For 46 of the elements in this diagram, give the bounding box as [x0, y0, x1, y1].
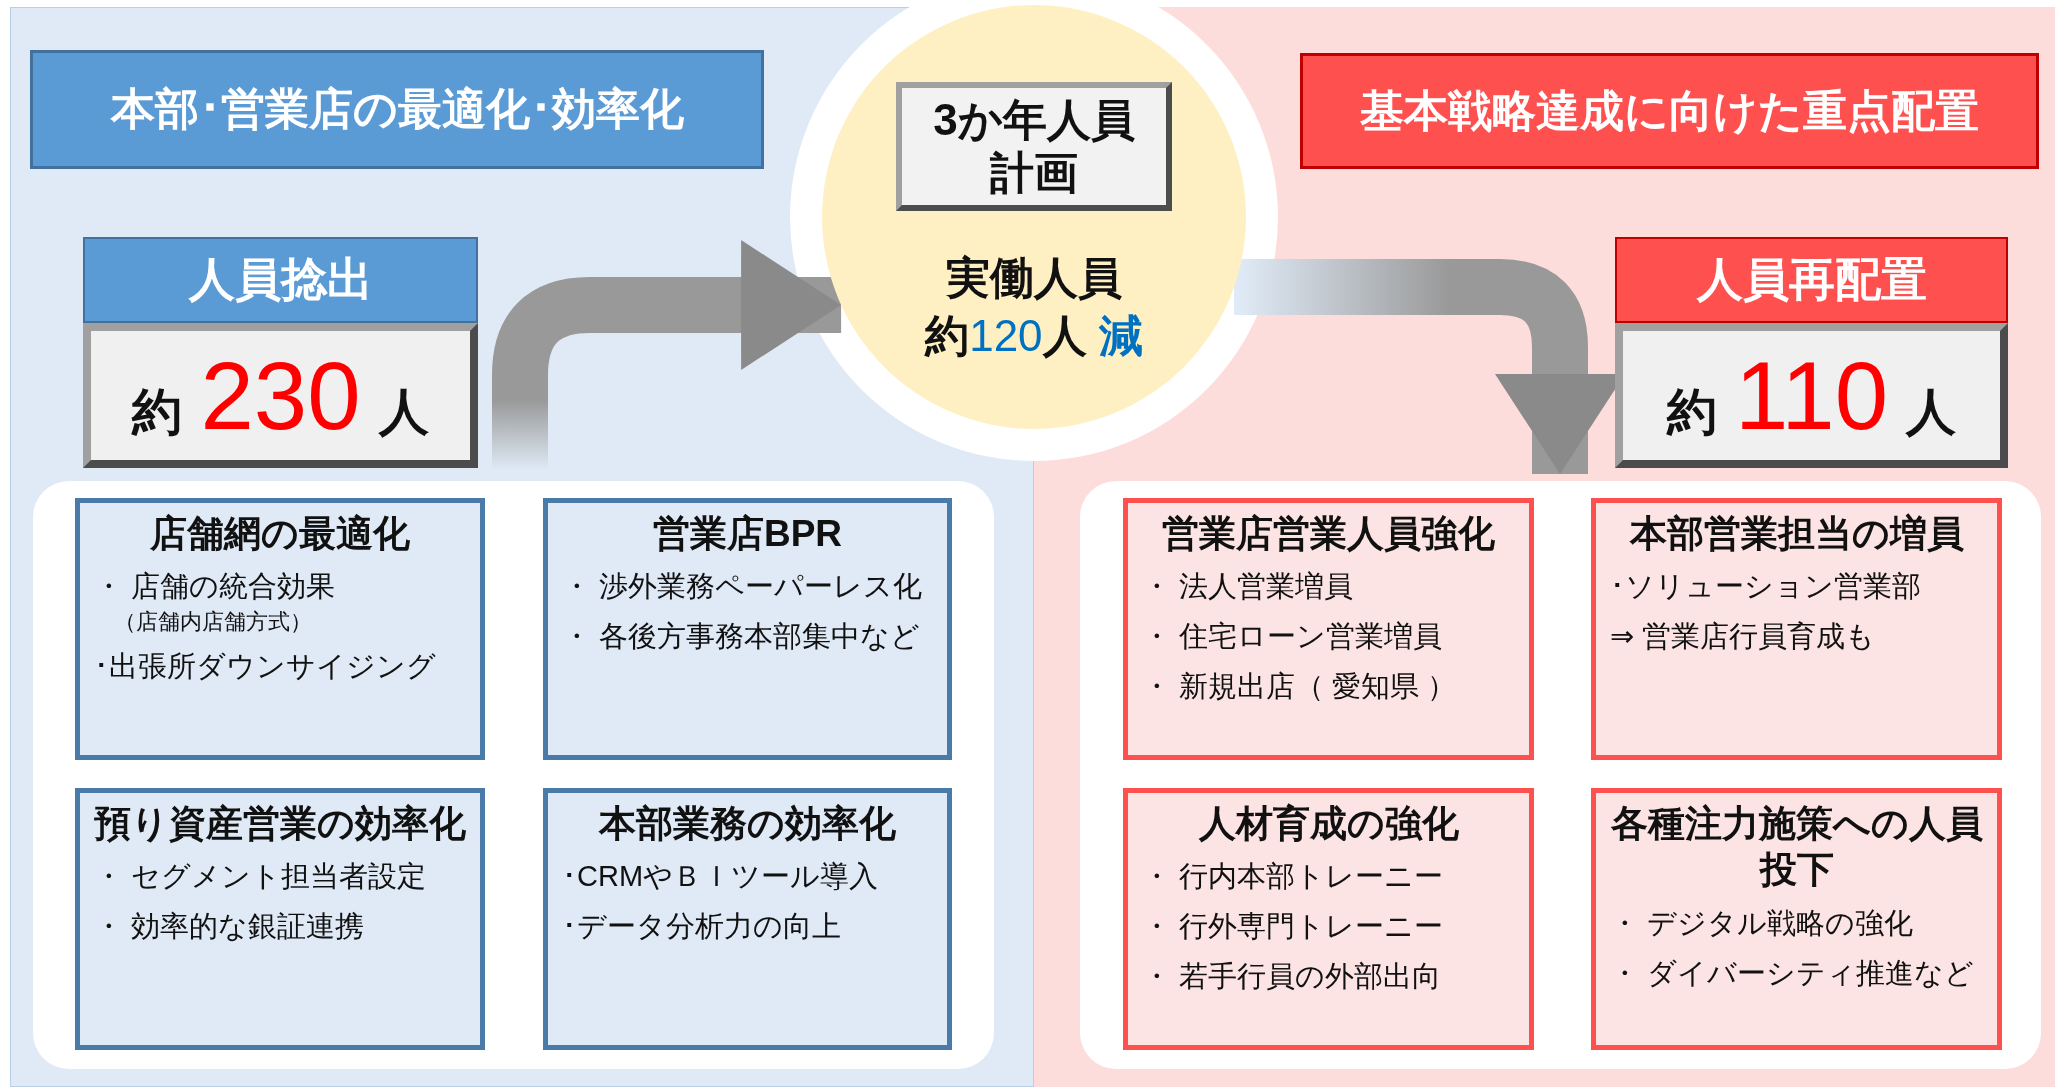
banner: 基本戦略達成に向けた重点配置: [1300, 53, 2039, 169]
bullet-text: ･CRMやＢＩツール導入: [562, 859, 880, 895]
text-box: [543, 498, 952, 760]
bullet-text: ･データ分析力の向上: [562, 909, 842, 945]
box-heading: 本部営業担当の増員: [1628, 512, 1965, 556]
count-text: 約 110 人: [1666, 340, 1956, 451]
bullet-text: ⇒ 営業店行員育成も: [1610, 619, 1877, 655]
bullet-text: ・ ダイバーシティ推進など: [1610, 955, 1976, 991]
bullet-text: ・ 渉外業務ペーパーレス化: [562, 569, 924, 605]
count-text: 約 230 人: [132, 340, 429, 451]
box-heading: 店舗網の最適化: [149, 512, 411, 556]
bullet-text: ・ 各後方事務本部集中など: [562, 619, 922, 655]
box-heading: 人材育成の強化: [1197, 802, 1460, 846]
bullet-text: ・ デジタル戦略の強化: [1610, 905, 1915, 941]
text-box: [1591, 498, 2002, 760]
bullet-text: ・ 行外専門トレーニー: [1142, 909, 1445, 945]
count-box: [1615, 323, 2008, 468]
bullet-text: ・ 店舗の統合効果: [94, 569, 337, 605]
text-box: [1591, 788, 2002, 1050]
box-heading: 本部業務の効率化: [597, 802, 897, 846]
header-box: 人員再配置: [1615, 237, 2008, 323]
circle-text: 実働人員: [945, 252, 1123, 304]
bullet-text: ・ 新規出店（ 愛知県 ）: [1142, 669, 1458, 705]
bullet-text: ・ 住宅ローン営業増員: [1142, 619, 1444, 655]
box-heading: 営業店BPR: [651, 512, 844, 556]
text-box: [75, 788, 485, 1050]
text-box: [543, 788, 952, 1050]
box-heading: 営業店営業人員強化: [1161, 512, 1496, 556]
bullet-text: ・ 法人営業増員: [1142, 569, 1355, 605]
box-heading: 預り資産営業の効率化: [94, 802, 466, 846]
bullet-text: ・ 若手行員の外部出向: [1142, 959, 1443, 995]
circle-text: 約120人 減: [923, 310, 1144, 362]
text-box: [75, 498, 485, 760]
header-box: 人員捻出: [83, 237, 478, 323]
bullet-text: ･ソリューション営業部: [1610, 569, 1922, 605]
bullet-text: ・ 効率的な銀証連携: [94, 909, 366, 945]
box-heading: 各種注力施策への人員投下: [1610, 802, 1983, 893]
bullet-text: （店舗内店舗方式）: [113, 608, 313, 637]
text-box: [1123, 788, 1534, 1050]
count-box: [83, 323, 478, 468]
banner: 本部･営業店の最適化･効率化: [30, 50, 764, 169]
title-box: 3か年人員計画: [896, 82, 1172, 211]
bullet-text: ・ セグメント担当者設定: [94, 859, 428, 895]
bullet-text: ･出張所ダウンサイジング: [94, 649, 437, 685]
text-box: [1123, 498, 1534, 760]
bullet-text: ・ 行内本部トレーニー: [1142, 859, 1445, 895]
